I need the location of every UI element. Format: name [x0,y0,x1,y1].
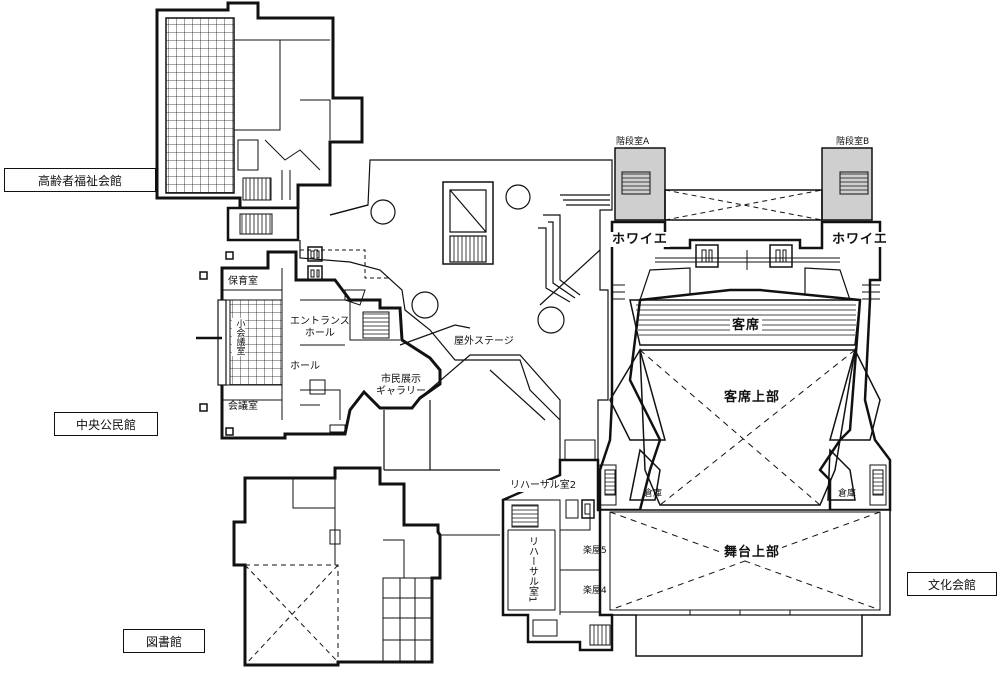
stair-room-a-label: 階段室A [616,137,650,147]
entrance-hall-label: エントランス ホール [290,316,350,339]
storage-left-label: 倉庫 [644,489,663,499]
elderly-building [155,1,364,242]
rehearsal-room-1-label: リハーサル室1 [524,535,539,604]
stair-room-b-label: 階段室B [836,137,870,147]
storage-right-label: 倉庫 [838,489,857,499]
meeting-room-label: 会議室 [228,401,258,412]
upper-seating-label: 客席上部 [722,390,783,405]
foyer-right-label: ホワイエ [830,232,890,247]
community-building [196,246,442,440]
culture-hall-label: 文化会館 [907,572,997,596]
rehearsal-building [501,439,614,652]
dressing-room-4-label: 楽屋4 [583,586,607,596]
library-label: 図書館 [123,629,205,653]
foyer-left-label: ホワイエ [610,232,670,247]
elderly-welfare-hall-label: 高齢者福祉会館 [4,168,156,192]
dressing-room-5-label: 楽屋5 [583,546,607,556]
outdoor-stage-walkway [383,324,561,471]
citizen-gallery-label: 市民展示 ギャラリー [376,374,426,397]
library-building [232,466,500,667]
rehearsal-room-2-label: リハーサル室2 [508,480,579,492]
central-community-hall-label: 中央公民館 [54,412,158,436]
small-meeting-room-label: 小会議室 [232,318,246,356]
upper-stage-label: 舞台上部 [722,545,783,560]
seating-label: 客席 [730,318,763,333]
outdoor-stage-label: 屋外ステージ [452,336,516,348]
hall-label: ホール [290,361,320,372]
nursery-room-label: 保育室 [228,276,258,287]
culture-building [598,147,892,657]
